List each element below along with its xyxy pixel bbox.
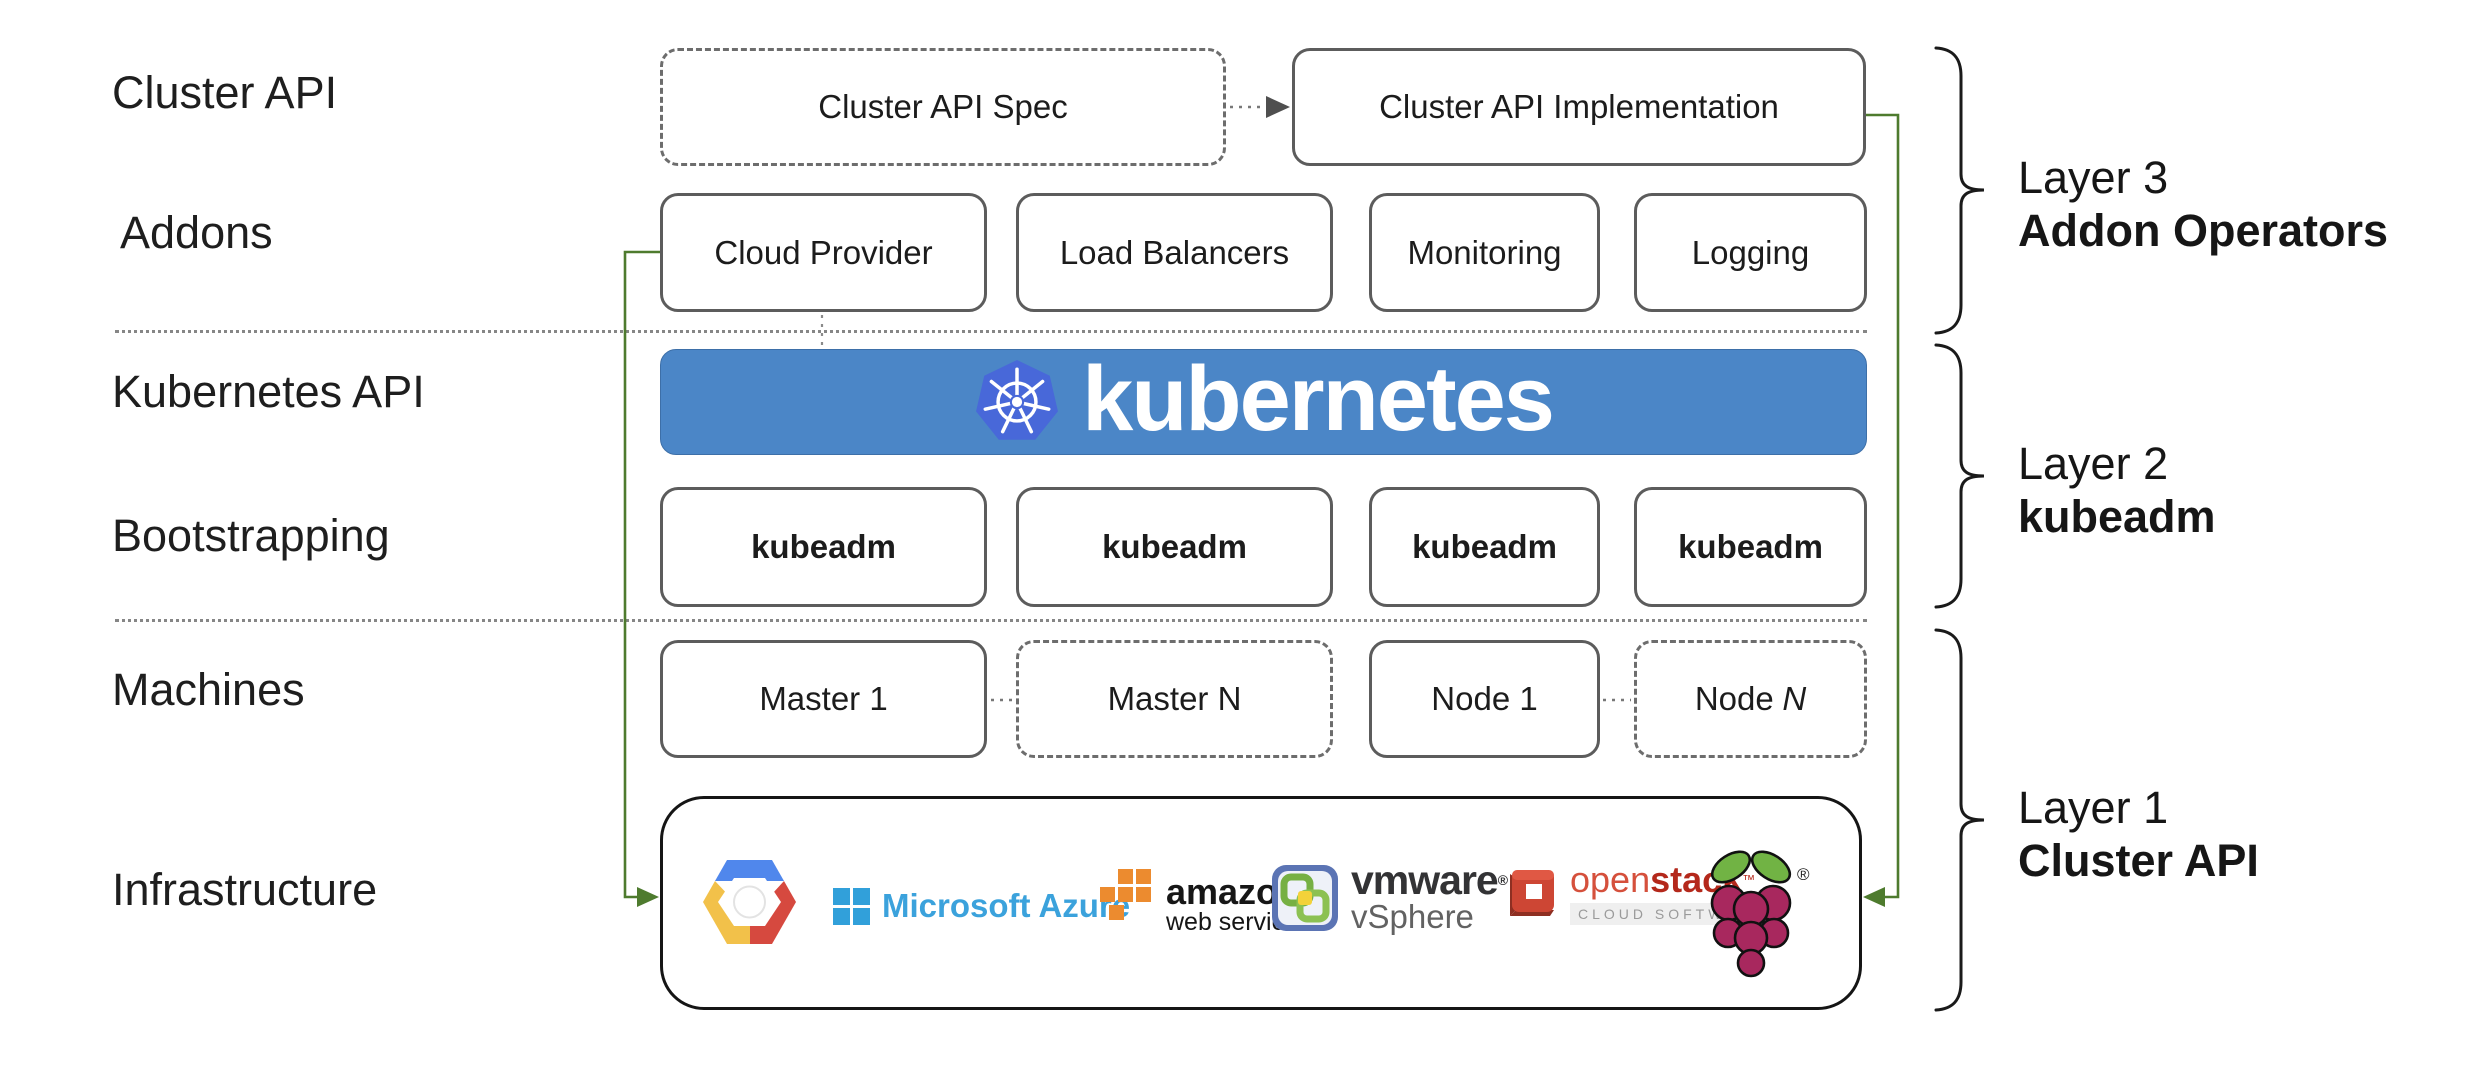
kubeadm-label: kubeadm — [751, 528, 896, 565]
kubeadm-box-2: kubeadm — [1016, 487, 1333, 607]
vmware-icon — [1272, 865, 1338, 931]
vmware-wordmark-line: vmware® — [1351, 860, 1508, 901]
row-label-infrastructure: Infrastructure — [112, 864, 378, 915]
spec-to-implementation-arrowhead-icon — [1266, 96, 1290, 118]
cloud-provider-to-infrastructure-line — [623, 250, 660, 899]
cluster-api-implementation-box: Cluster API Implementation — [1292, 48, 1866, 166]
kubeadm-label: kubeadm — [1678, 528, 1823, 565]
row-label-cluster-api: Cluster API — [112, 67, 338, 118]
dotted-separator-top — [115, 330, 1867, 333]
row-label-machines: Machines — [112, 664, 305, 715]
microsoft-azure-label: Microsoft Azure — [882, 887, 1131, 924]
layer-2-label: Layer 2 kubeadm — [2018, 437, 2216, 543]
row-label-bootstrapping: Bootstrapping — [112, 510, 390, 561]
vmware-vsphere-logo: vmware® vSphere — [1271, 860, 1508, 935]
kubernetes-logo-icon — [976, 360, 1059, 440]
microsoft-azure-logo: Microsoft Azure — [833, 887, 1130, 925]
kubernetes-wordmark: kubernetes — [1082, 348, 1555, 450]
layer-2-title: Layer 2 — [2018, 438, 2169, 489]
openstack-trademark: ™ — [1742, 872, 1756, 887]
kubeadm-box-4: kubeadm — [1634, 487, 1867, 607]
raspberry-pi-icon — [1710, 850, 1792, 978]
row-label-addons: Addons — [120, 207, 273, 258]
raspberry-pi-logo: ® — [1695, 841, 1811, 983]
cluster-api-spec-box: Cluster API Spec — [660, 48, 1226, 166]
layer-1-label: Layer 1 Cluster API — [2018, 781, 2259, 887]
vmware-wordmark: vmware — [1351, 857, 1499, 903]
dotted-separator-bottom — [115, 619, 1867, 622]
layer-2-brace — [1934, 343, 1985, 609]
cluster-api-spec-label: Cluster API Spec — [818, 88, 1068, 125]
openstack-icon — [1510, 870, 1554, 916]
addon-box-load-balancers: Load Balancers — [1016, 193, 1333, 312]
layer-1-subtitle: Cluster API — [2018, 835, 2259, 886]
load-balancers-label: Load Balancers — [1059, 233, 1290, 271]
vsphere-label: vSphere — [1351, 898, 1474, 935]
addon-box-monitoring: Monitoring — [1369, 193, 1600, 312]
addon-box-cloud-provider: Cloud Provider — [660, 193, 987, 312]
layer-3-label: Layer 3 Addon Operators — [2018, 151, 2388, 257]
vmware-registered-mark: ® — [1497, 872, 1508, 888]
layer-3-brace — [1934, 46, 1985, 335]
layer-3-title: Layer 3 — [2018, 152, 2169, 203]
logging-label: Logging — [1691, 233, 1810, 271]
row-label-kubernetes-api: Kubernetes API — [112, 366, 425, 417]
node-n-label-prefix: Node — [1694, 680, 1774, 717]
kubeadm-label: kubeadm — [1102, 528, 1247, 565]
implementation-to-infrastructure-line — [1866, 113, 1900, 899]
microsoft-azure-icon — [833, 887, 870, 925]
machine-box-master-n: Master N — [1016, 640, 1333, 758]
node-n-label-suffix: N — [1782, 680, 1807, 717]
kubernetes-banner: kubernetes — [660, 349, 1867, 455]
google-cloud-logo — [701, 858, 798, 946]
kubeadm-box-3: kubeadm — [1369, 487, 1600, 607]
google-cloud-icon — [703, 860, 796, 944]
cluster-api-implementation-label: Cluster API Implementation — [1379, 88, 1779, 125]
raspberry-pi-registered-mark: ® — [1797, 865, 1810, 884]
master-1-label: Master 1 — [759, 680, 888, 717]
openstack-wordmark-open: open — [1570, 859, 1651, 900]
layer-1-title: Layer 1 — [2018, 782, 2169, 833]
aws-boxes-icon — [1100, 869, 1151, 920]
machine-box-master-1: Master 1 — [660, 640, 987, 758]
infrastructure-box: Microsoft Azure amazon web services — [660, 796, 1862, 1010]
layer-2-subtitle: kubeadm — [2018, 491, 2216, 542]
master-n-label: Master N — [1107, 680, 1242, 717]
layer-1-brace — [1934, 628, 1985, 1012]
cloud-provider-label: Cloud Provider — [714, 233, 933, 271]
layer-3-subtitle: Addon Operators — [2018, 205, 2389, 256]
kubeadm-label: kubeadm — [1412, 528, 1557, 565]
right-green-arrowhead-icon — [1863, 887, 1885, 907]
left-green-arrowhead-icon — [637, 887, 659, 907]
kubeadm-box-1: kubeadm — [660, 487, 987, 607]
monitoring-label: Monitoring — [1407, 233, 1562, 271]
addon-box-logging: Logging — [1634, 193, 1867, 312]
node-1-label: Node 1 — [1431, 680, 1538, 717]
machine-box-node-1: Node 1 — [1369, 640, 1600, 758]
